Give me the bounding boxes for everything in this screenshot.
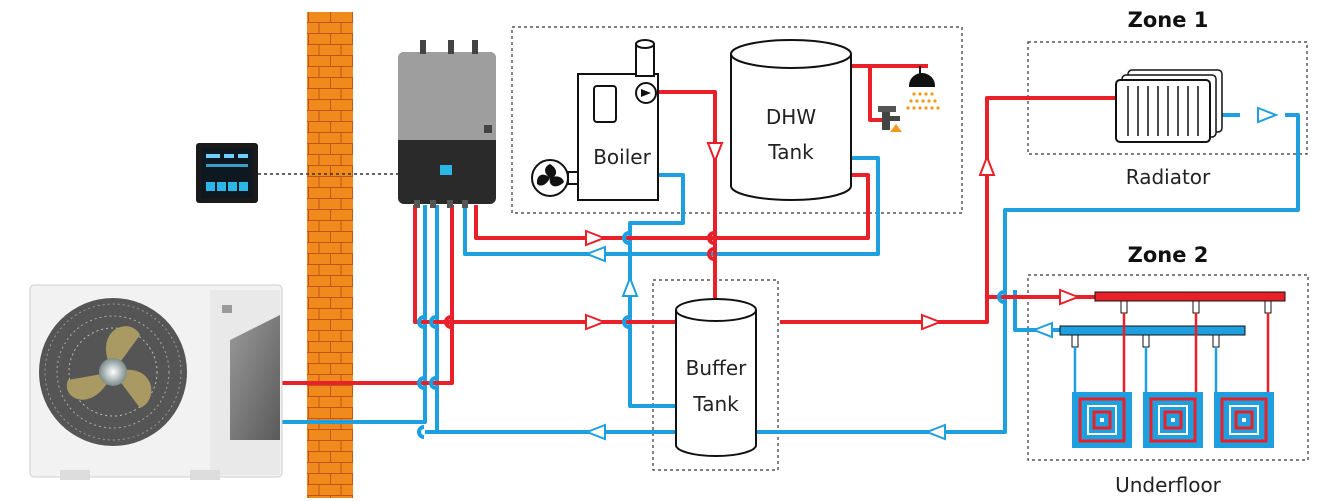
cold-pipe-main-return [425,113,1300,434]
cold-pipe-buffer-return [628,254,680,408]
zone2-label: Underfloor [1115,473,1222,497]
heat-pump-icon [29,284,283,480]
boiler-icon [531,39,659,201]
dhw-tank-label-line2: Tank [767,140,814,164]
pipe-crossovers [417,231,1005,439]
buffer-tank-label-line1: Buffer [686,356,747,380]
hot-pipe-outdoor-flow [280,205,454,385]
zone1-label: Radiator [1126,165,1211,189]
cold-pipe-ufh-return-link [1013,290,1035,332]
cold-pipe-outdoor-return [280,205,427,424]
hot-pipe-boiler-flow [655,90,717,298]
boiler-dhw-enclosure [511,26,963,214]
tap-icon [878,106,902,132]
flow-arrows [584,106,1279,441]
cold-pipe-boiler-return [628,173,685,254]
dhw-tank [730,39,852,201]
zone1-title: Zone 1 [1128,8,1209,32]
buffer-tank [675,298,757,457]
underfloor-coil-icon [1059,291,1286,448]
boiler-label: Boiler [593,145,651,169]
shower-icon [906,66,940,110]
hot-pipe-radiator-flow [780,96,1120,324]
dhw-tank-label-line1: DHW [766,105,816,129]
hot-pipe-dhw-coil [474,173,870,240]
buffer-tank-label-line2: Tank [692,392,739,416]
hot-pipe-dhw-outlet [848,64,882,122]
cold-pipe-dhw-return [463,156,880,256]
zone2-enclosure [1027,274,1309,461]
brick-wall [307,12,353,498]
indoor-unit-icon [398,40,496,208]
radiator-icon [1115,69,1223,143]
zone2-title: Zone 2 [1128,243,1209,267]
controller-icon [196,143,258,203]
